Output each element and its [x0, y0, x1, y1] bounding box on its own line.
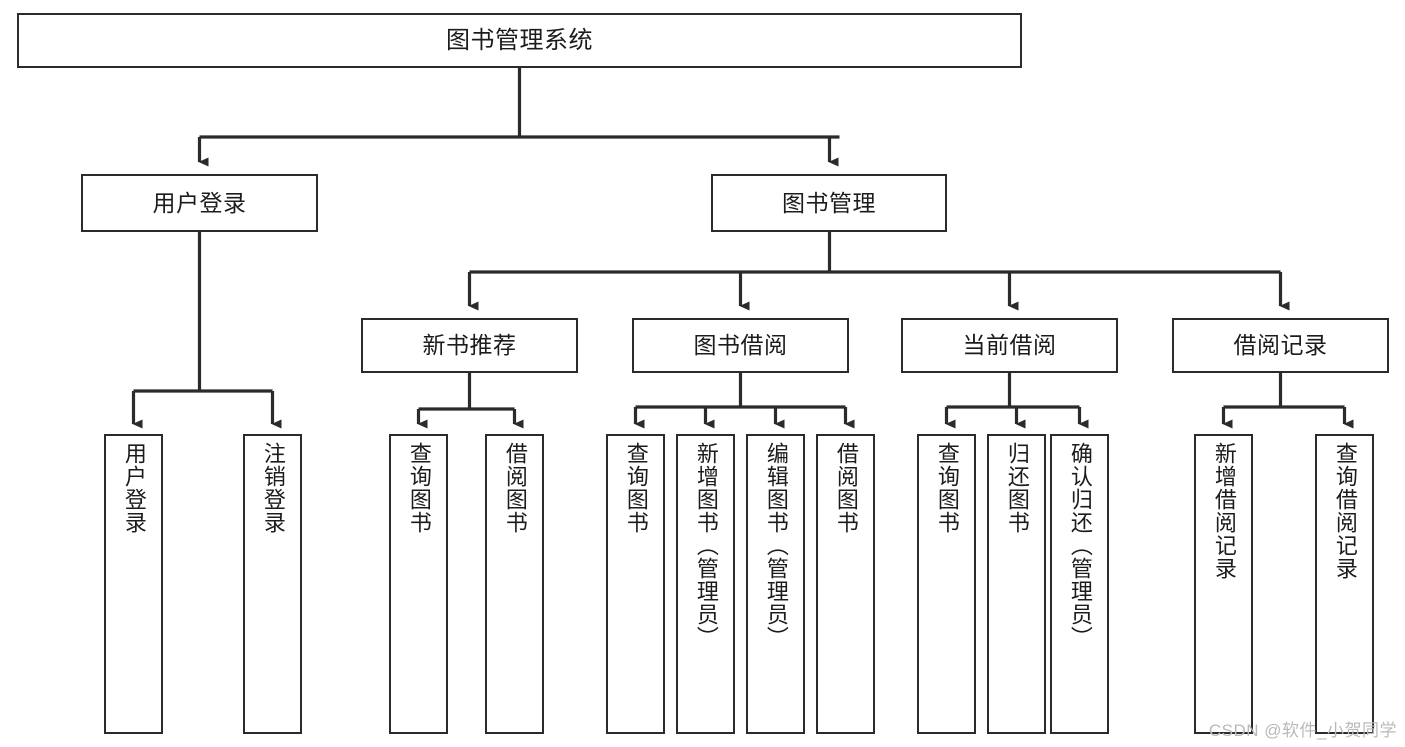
- node-leaf-borrow-book-rec-label: 借阅图书: [502, 442, 528, 534]
- node-new-book-rec-label: 新书推荐: [422, 332, 517, 359]
- node-leaf-add-book-label: 新增图书（管理员）: [693, 442, 719, 649]
- node-leaf-return-book[interactable]: 归还图书: [987, 434, 1046, 734]
- node-leaf-logout[interactable]: 注销登录: [243, 434, 302, 734]
- node-user-login[interactable]: 用户登录: [81, 174, 318, 232]
- node-book-manage[interactable]: 图书管理: [711, 174, 947, 232]
- node-leaf-query-borrow-record[interactable]: 查询借阅记录: [1315, 434, 1374, 734]
- node-leaf-edit-book[interactable]: 编辑图书（管理员）: [746, 434, 805, 734]
- node-book-borrow-label: 图书借阅: [693, 332, 788, 359]
- node-leaf-borrow-book[interactable]: 借阅图书: [816, 434, 875, 734]
- node-leaf-user-login[interactable]: 用户登录: [104, 434, 163, 734]
- node-leaf-query-book-rec-label: 查询图书: [406, 442, 432, 534]
- node-leaf-query-book-current[interactable]: 查询图书: [917, 434, 976, 734]
- node-leaf-add-book[interactable]: 新增图书（管理员）: [676, 434, 735, 734]
- node-book-borrow[interactable]: 图书借阅: [632, 318, 849, 373]
- node-leaf-confirm-return[interactable]: 确认归还（管理员）: [1050, 434, 1109, 734]
- node-borrow-record[interactable]: 借阅记录: [1172, 318, 1389, 373]
- node-leaf-borrow-book-label: 借阅图书: [833, 442, 859, 534]
- node-leaf-logout-label: 注销登录: [260, 442, 286, 534]
- csdn-watermark: CSDN @软件_小贺同学: [1208, 721, 1397, 740]
- node-leaf-add-borrow-record-label: 新增借阅记录: [1211, 442, 1237, 580]
- node-leaf-add-borrow-record[interactable]: 新增借阅记录: [1194, 434, 1253, 734]
- node-leaf-confirm-return-label: 确认归还（管理员）: [1067, 442, 1093, 649]
- node-book-manage-label: 图书管理: [782, 189, 876, 216]
- node-user-login-label: 用户登录: [152, 189, 247, 216]
- node-leaf-borrow-book-rec[interactable]: 借阅图书: [485, 434, 544, 734]
- node-leaf-query-book-borrow[interactable]: 查询图书: [606, 434, 665, 734]
- node-root[interactable]: 图书管理系统: [17, 13, 1022, 68]
- node-leaf-user-login-label: 用户登录: [121, 442, 147, 534]
- node-current-borrow-label: 当前借阅: [962, 332, 1057, 359]
- node-leaf-query-book-current-label: 查询图书: [934, 442, 960, 534]
- node-leaf-query-borrow-record-label: 查询借阅记录: [1332, 442, 1358, 580]
- node-new-book-rec[interactable]: 新书推荐: [361, 318, 578, 373]
- node-root-label: 图书管理系统: [446, 26, 593, 54]
- node-current-borrow[interactable]: 当前借阅: [901, 318, 1118, 373]
- node-leaf-edit-book-label: 编辑图书（管理员）: [763, 442, 789, 649]
- node-leaf-query-book-borrow-label: 查询图书: [623, 442, 649, 534]
- node-borrow-record-label: 借阅记录: [1233, 332, 1328, 359]
- node-leaf-query-book-rec[interactable]: 查询图书: [389, 434, 448, 734]
- node-leaf-return-book-label: 归还图书: [1004, 442, 1030, 534]
